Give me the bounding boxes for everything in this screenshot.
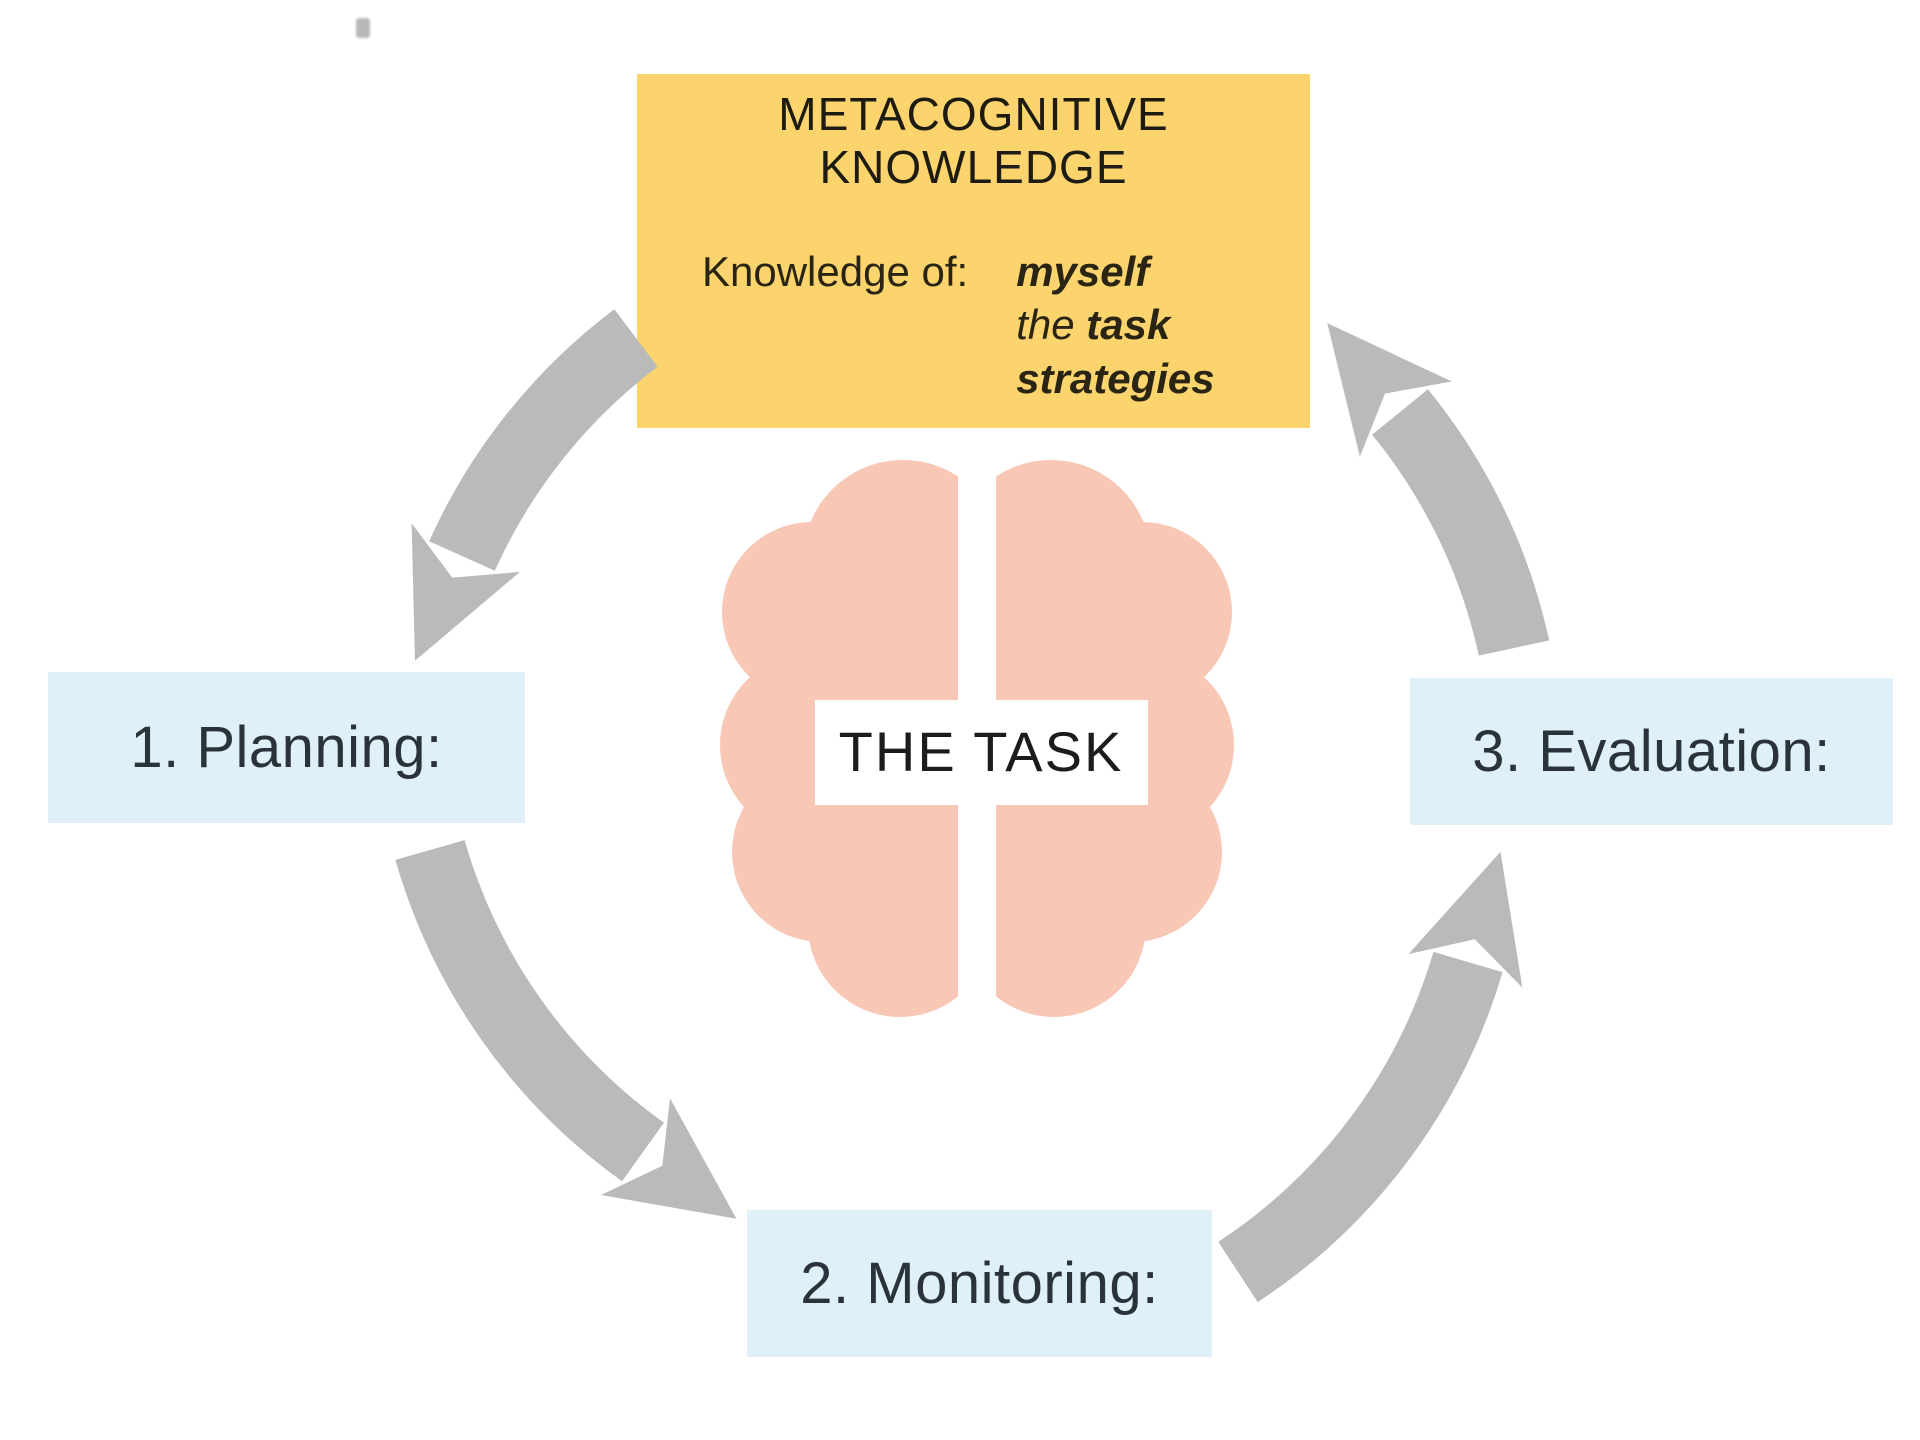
knowledge-items: myself the task strategies xyxy=(1016,245,1214,406)
knowledge-box-title-line1: METACOGNITIVE xyxy=(778,88,1169,140)
knowledge-item-task: the task xyxy=(1016,301,1171,349)
task-box xyxy=(815,700,1148,805)
knowledge-of-label: Knowledge of: xyxy=(702,247,969,295)
knowledge-of-row: Knowledge of: myself the task strategies xyxy=(637,245,1310,406)
arrow-planning-to-monitoring xyxy=(395,839,737,1219)
arrow-knowledge-to-planning xyxy=(411,309,658,661)
stage-label-planning: 1. Planning: xyxy=(130,715,443,780)
stage-box-evaluation: 3. Evaluation: xyxy=(1410,678,1893,825)
stray-mark xyxy=(356,18,370,38)
knowledge-box-title-line2: KNOWLEDGE xyxy=(819,141,1128,194)
stage-label-monitoring: 2. Monitoring: xyxy=(800,1251,1159,1316)
brain-fissure xyxy=(958,430,996,1030)
metacognitive-knowledge-box: METACOGNITIVE KNOWLEDGE Knowledge of: my… xyxy=(637,74,1310,428)
knowledge-item-strategies: strategies xyxy=(1016,355,1215,403)
stage-label-evaluation: 3. Evaluation: xyxy=(1472,719,1831,784)
brain-shape xyxy=(720,460,1234,1017)
knowledge-item-myself: myself xyxy=(1016,247,1150,295)
arrow-monitoring-to-evaluation xyxy=(1218,851,1523,1303)
arrow-evaluation-to-knowledge xyxy=(1327,323,1550,656)
knowledge-box-title: METACOGNITIVE KNOWLEDGE xyxy=(637,88,1310,195)
task-label: THE TASK xyxy=(839,720,1124,783)
stage-box-planning: 1. Planning: xyxy=(48,672,525,823)
stage-box-monitoring: 2. Monitoring: xyxy=(747,1210,1212,1357)
